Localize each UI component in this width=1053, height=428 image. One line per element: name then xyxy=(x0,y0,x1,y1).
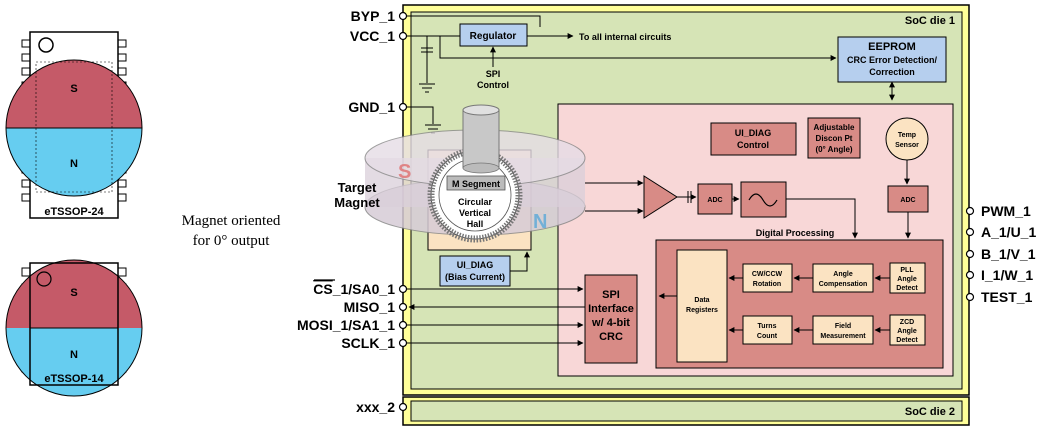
m-segment-box xyxy=(446,175,506,191)
package-etssop-24: S N eTSSOP-24 xyxy=(5,31,143,219)
regulator-label: Regulator xyxy=(470,31,517,42)
spi-interface-block xyxy=(584,274,638,364)
discon-block xyxy=(807,117,861,159)
angle-comp-line2: Compensation xyxy=(819,281,868,288)
pin-pwm: PWM_1 xyxy=(981,203,1031,219)
soc-die-2 xyxy=(410,400,963,422)
angle-comp-block xyxy=(812,263,874,293)
data-registers-block xyxy=(676,249,728,363)
eeprom-line1: CRC Error Detection/ xyxy=(847,55,938,65)
pin-xxx: xxx_2 xyxy=(356,399,395,415)
ui-diag-control-line1: UI_DIAG xyxy=(735,128,772,138)
zcd-line3: Detect xyxy=(896,337,918,344)
pin-i: I_1/W_1 xyxy=(981,267,1033,283)
pin-cs: CS_1/SA0_1 xyxy=(313,281,395,297)
pll-line3: Detect xyxy=(896,285,918,292)
digital-processing-label: Digital Processing xyxy=(756,228,835,238)
pll-line2: Angle xyxy=(897,276,917,283)
pin-a: A_1/U_1 xyxy=(981,224,1036,240)
discon-line2: Discon Pt xyxy=(816,134,853,143)
turns-line2: Count xyxy=(757,333,778,340)
eeprom-block xyxy=(837,36,947,83)
package-etssop-14: S N eTSSOP-14 xyxy=(5,259,143,397)
eeprom-title: EEPROM xyxy=(868,41,916,53)
south-label: S xyxy=(70,287,77,299)
to-internal-label: To all internal circuits xyxy=(579,32,671,42)
turns-block xyxy=(742,315,793,345)
magnet-s-label: S xyxy=(398,161,411,183)
ui-diag-bias-block xyxy=(439,255,511,287)
pin-miso: MISO_1 xyxy=(344,299,396,315)
zcd-line2: Angle xyxy=(897,328,917,335)
cwccw-line2: Rotation xyxy=(753,281,781,288)
discon-line3: (0° Angle) xyxy=(815,145,852,154)
magnet-n-label: N xyxy=(533,211,547,233)
north-label: N xyxy=(70,158,78,170)
target-magnet-line2: Magnet xyxy=(334,195,380,210)
ui-diag-bias-line2: (Bias Current) xyxy=(445,272,505,282)
data-registers-line1: Data xyxy=(694,297,709,304)
filter-block xyxy=(740,181,787,218)
hall-line3: Hall xyxy=(467,219,484,229)
spi-interface-line4: CRC xyxy=(599,331,623,343)
magnet-caption-line1: Magnet oriented xyxy=(182,213,281,229)
adc-hall-label: ADC xyxy=(707,197,722,204)
pin-test: TEST_1 xyxy=(981,289,1033,305)
ui-diag-bias-line1: UI_DIAG xyxy=(457,260,494,270)
cwccw-block xyxy=(742,263,793,293)
die2-label: SoC die 2 xyxy=(905,406,955,418)
pin-vcc: VCC_1 xyxy=(350,28,395,44)
zcd-line1: ZCD xyxy=(900,319,914,326)
angle-comp-line1: Angle xyxy=(833,271,853,278)
package-name: eTSSOP-14 xyxy=(44,373,104,385)
turns-line1: Turns xyxy=(758,323,777,330)
spi-interface-line3: w/ 4-bit xyxy=(591,317,630,329)
south-label: S xyxy=(70,83,77,95)
package-name: eTSSOP-24 xyxy=(44,206,104,218)
die1-label: SoC die 1 xyxy=(905,15,955,27)
target-magnet-line1: Target xyxy=(338,180,377,195)
zcd-block xyxy=(889,314,926,346)
ui-diag-control-block xyxy=(710,122,797,156)
sine-wave-icon xyxy=(748,193,778,207)
m-segment-label: M Segment xyxy=(452,179,500,189)
field-meas-line2: Measurement xyxy=(820,333,866,340)
spi-control-line2: Control xyxy=(477,80,509,90)
pin-cs-rest: _1/SA0_1 xyxy=(332,281,395,297)
pin1-marker-icon xyxy=(36,271,52,287)
temp-line1: Temp xyxy=(898,132,916,139)
spi-interface-line2: Interface xyxy=(588,303,634,315)
pin-cs-prefix: CS xyxy=(313,281,332,297)
temp-sensor xyxy=(885,117,929,161)
spi-interface-line1: SPI xyxy=(602,289,620,301)
adc-temp-label: ADC xyxy=(900,197,915,204)
magnet-shaft xyxy=(462,109,500,169)
north-label: N xyxy=(70,349,78,361)
field-meas-block xyxy=(812,315,874,345)
package-body xyxy=(29,262,119,386)
ui-diag-control-line2: Control xyxy=(737,140,769,150)
regulator-block xyxy=(459,23,528,47)
pll-block xyxy=(889,262,926,294)
pin-byp: BYP_1 xyxy=(351,8,396,24)
pin-b: B_1/V_1 xyxy=(981,246,1036,262)
pin-mosi: MOSI_1/SA1_1 xyxy=(297,317,395,333)
pin-gnd: GND_1 xyxy=(348,99,395,115)
field-meas-line1: Field xyxy=(835,323,851,330)
eeprom-line2: Correction xyxy=(869,67,915,77)
pin1-marker-icon xyxy=(38,37,54,53)
pin-sclk: SCLK_1 xyxy=(341,335,395,351)
spi-control-line1: SPI xyxy=(486,69,501,79)
amplifier-icon xyxy=(643,175,678,219)
magnet-caption-line2: for 0° output xyxy=(193,233,271,249)
pll-line1: PLL xyxy=(900,267,914,274)
hall-line2: Vertical xyxy=(459,208,491,218)
hall-line1: Circular xyxy=(458,197,493,207)
temp-line2: Sensor xyxy=(895,142,919,149)
data-registers-line2: Registers xyxy=(686,307,718,314)
discon-line1: Adjustable xyxy=(814,123,855,132)
cwccw-line1: CW/CCW xyxy=(752,271,783,278)
